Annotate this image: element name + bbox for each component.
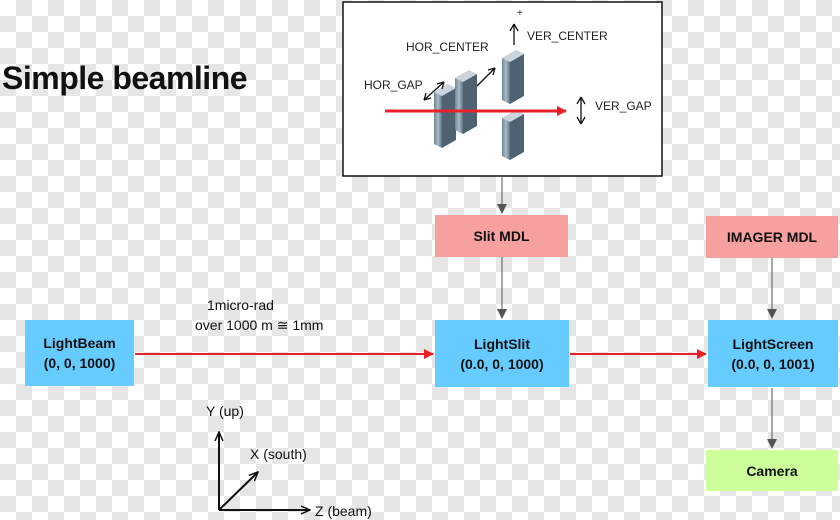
lightbeam-node: LightBeam (0, 0, 1000) <box>25 320 134 386</box>
lightscreen-node: LightScreen (0.0, 0, 1001) <box>708 320 838 387</box>
hor-center-label: HOR_CENTER <box>406 40 489 54</box>
camera-label: Camera <box>746 462 798 479</box>
slit-mdl-node: Slit MDL <box>435 215 568 257</box>
camera-node: Camera <box>706 450 838 491</box>
hor-gap-label: HOR_GAP <box>364 78 423 92</box>
coordinate-axes <box>219 432 310 510</box>
lightbeam-coords: (0, 0, 1000) <box>43 355 116 371</box>
lightbeam-name: LightBeam <box>43 335 116 351</box>
lightscreen-coords: (0.0, 0, 1001) <box>731 355 815 372</box>
lightslit-node: LightSlit (0.0, 0, 1000) <box>435 320 569 387</box>
imager-mdl-node: IMAGER MDL <box>706 216 838 258</box>
y-axis-label: Y (up) <box>206 403 244 419</box>
beam-note-line1: 1micro-rad <box>207 297 274 313</box>
lightslit-name: LightSlit <box>474 335 530 352</box>
ver-center-label: VER_CENTER <box>527 29 608 43</box>
slit-mdl-label: Slit MDL <box>473 228 530 244</box>
x-axis-label: X (south) <box>250 446 307 462</box>
z-axis-label: Z (beam) <box>315 503 372 519</box>
plus-label: + <box>517 8 523 19</box>
x-axis-arrow <box>218 472 258 511</box>
lightslit-coords: (0.0, 0, 1000) <box>460 355 544 372</box>
ver-gap-label: VER_GAP <box>595 99 652 113</box>
page-title: Simple beamline <box>2 60 248 96</box>
imager-mdl-label: IMAGER MDL <box>726 229 818 245</box>
slit-blades-illustration <box>434 50 524 160</box>
lightscreen-name: LightScreen <box>732 335 814 352</box>
beam-note-line2: over 1000 m ≅ 1mm <box>195 317 324 333</box>
inset-direction-arrows <box>423 23 586 125</box>
